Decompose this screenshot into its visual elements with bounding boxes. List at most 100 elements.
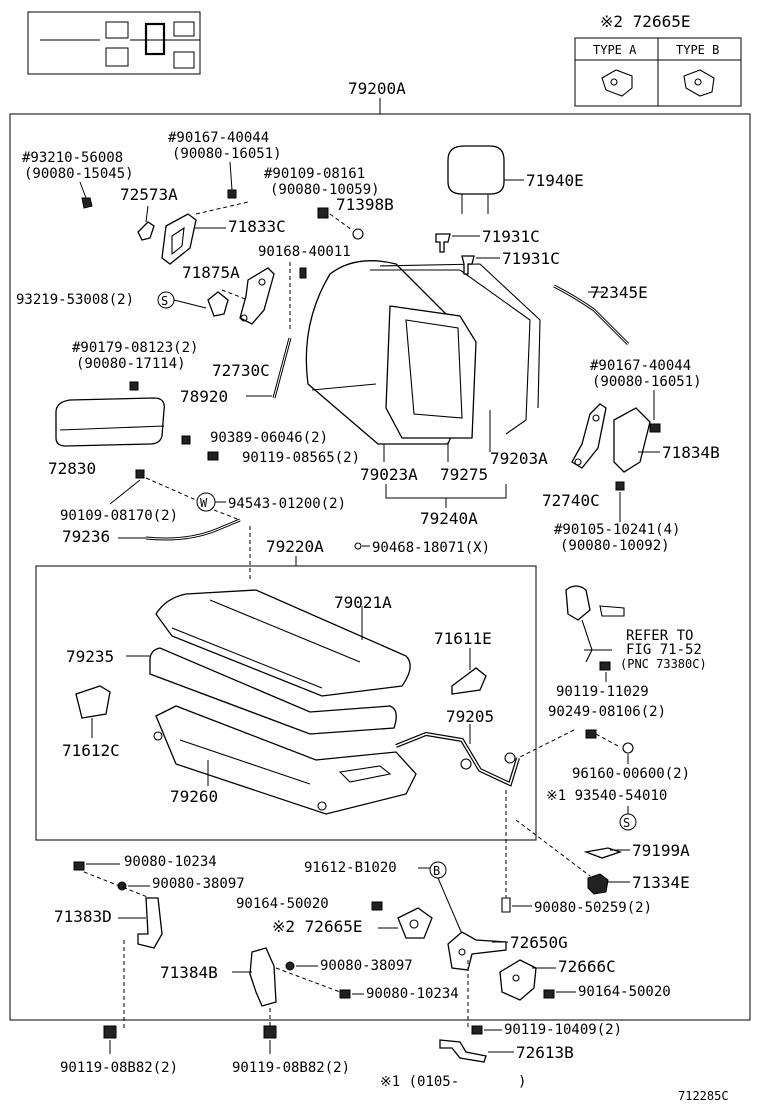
part-79260-frame (153, 705, 417, 815)
footnote-production-date: ※1 (0105- (380, 1074, 459, 1090)
refer-to-line1: REFER TO (626, 628, 693, 644)
label-71611E: 71611E (434, 629, 492, 648)
label-79275: 79275 (440, 465, 488, 484)
label-90249-08106: 90249-08106(2) (548, 704, 666, 720)
label-90164-50020-b: 90164-50020 (578, 984, 671, 1000)
part-71383D-bracket (137, 897, 163, 949)
svg-text:W: W (200, 496, 208, 510)
refer-to-line2: FIG 71-52 (626, 642, 702, 658)
label-72650G: 72650G (510, 933, 568, 952)
part-71833C (161, 213, 197, 265)
label-79021A: 79021A (334, 593, 392, 612)
label-93219-53008: 93219-53008(2) (16, 292, 134, 308)
label-90080-10234-b: 90080-10234 (366, 986, 459, 1002)
part-78920-rod (272, 337, 292, 399)
refer-to-line3: (PNC 73380C) (620, 657, 707, 671)
label-79220A: 79220A (266, 537, 324, 556)
type-b-header: TYPE B (676, 43, 719, 57)
label-79240A: 79240A (420, 509, 478, 528)
part-71612C (75, 685, 111, 719)
label-79199A: 79199A (632, 841, 690, 860)
label-90167-40044-right: #90167-40044 (590, 358, 691, 374)
label-79235: 79235 (66, 647, 114, 666)
cushion-subassembly-frame (35, 565, 537, 841)
part-seatbelt-buckle (565, 585, 625, 663)
label-90080-16051-top: (90080-16051) (172, 146, 282, 162)
label-71931C-b: 71931C (502, 249, 560, 268)
part-72740C-bracket (571, 403, 607, 469)
label-90080-10234-a: 90080-10234 (124, 854, 217, 870)
label-90119-11029: 90119-11029 (556, 684, 649, 700)
part-71931C-guides (435, 233, 475, 275)
label-71875A: 71875A (182, 263, 240, 282)
part-72665E (397, 907, 433, 939)
label-90080-10059: (90080-10059) (270, 182, 380, 198)
label-90468-18071: 90468-18071(X) (372, 540, 490, 556)
type-table-title: ※2 72665E (600, 12, 690, 31)
label-93540-54010: ※1 93540-54010 (546, 788, 667, 804)
label-90167-40044-top: #90167-40044 (168, 130, 269, 146)
label-90080-15045: (90080-15045) (24, 166, 134, 182)
label-79023A: 79023A (360, 465, 418, 484)
label-72830: 72830 (48, 459, 96, 478)
label-90080-17114: (90080-17114) (76, 356, 186, 372)
label-90179-08123: #90179-08123(2) (72, 340, 198, 356)
part-79236-cable (145, 518, 241, 541)
label-90164-50020-a: 90164-50020 (236, 896, 329, 912)
label-90080-16051-right: (90080-16051) (592, 374, 702, 390)
label-72730C: 72730C (212, 361, 270, 380)
label-79205: 79205 (446, 707, 494, 726)
label-71612C: 71612C (62, 741, 120, 760)
label-71384B: 71384B (160, 963, 218, 982)
part-71834B-cover (613, 407, 651, 473)
part-71875A (207, 291, 229, 317)
part-79023A-seatback (305, 260, 541, 445)
footnote-close: ) (518, 1074, 526, 1090)
type-a-header: TYPE A (593, 43, 637, 57)
bolt-93210 (81, 197, 93, 209)
label-71334E: 71334E (632, 873, 690, 892)
label-96160-00600: 96160-00600(2) (572, 766, 690, 782)
label-93210-56008: #93210-56008 (22, 150, 123, 166)
label-90080-38097-a: 90080-38097 (152, 876, 245, 892)
part-71940E-headrest (447, 145, 505, 214)
label-71834B: 71834B (662, 443, 720, 462)
part-72573A (137, 221, 155, 241)
part-72666C (499, 959, 537, 1001)
label-72740C: 72740C (542, 491, 600, 510)
part-79021A-cushion (155, 589, 411, 697)
label-90080-50259: 90080-50259(2) (534, 900, 652, 916)
label-90119-08565: 90119-08565(2) (242, 450, 360, 466)
label-72573A: 72573A (120, 185, 178, 204)
label-72613B: 72613B (516, 1043, 574, 1062)
part-79235-pad (149, 647, 397, 735)
part-72730C (239, 267, 275, 325)
label-90109-08170: 90109-08170(2) (60, 508, 178, 524)
part-71384B-bracket (249, 947, 277, 1007)
label-71833C: 71833C (228, 217, 286, 236)
label-71940E: 71940E (526, 171, 584, 190)
label-90109-08161: #90109-08161 (264, 166, 365, 182)
part-79205-rod (395, 731, 520, 787)
label-72665E: ※2 72665E (272, 917, 362, 936)
svg-text:B: B (433, 864, 440, 878)
part-72830-armrest (55, 397, 165, 447)
label-90080-38097-b: 90080-38097 (320, 958, 413, 974)
label-79236: 79236 (62, 527, 110, 546)
part-72345E-cable (553, 284, 630, 346)
label-72345E: 72345E (590, 283, 648, 302)
callout-s-right (619, 813, 637, 831)
part-72650G-bracket (447, 931, 507, 971)
svg-text:S: S (623, 816, 630, 830)
label-90389-06046: 90389-06046(2) (210, 430, 328, 446)
label-79203A: 79203A (490, 449, 548, 468)
locator-thumbnail (27, 11, 201, 75)
label-71931C-a: 71931C (482, 227, 540, 246)
label-91612-B1020: 91612-B1020 (304, 860, 397, 876)
label-90119-10409: 90119-10409(2) (504, 1022, 622, 1038)
label-71398B: 71398B (336, 195, 394, 214)
assembly-frame (9, 113, 751, 1021)
label-90119-08B82-a: 90119-08B82(2) (60, 1060, 178, 1076)
part-71611E (451, 667, 487, 695)
